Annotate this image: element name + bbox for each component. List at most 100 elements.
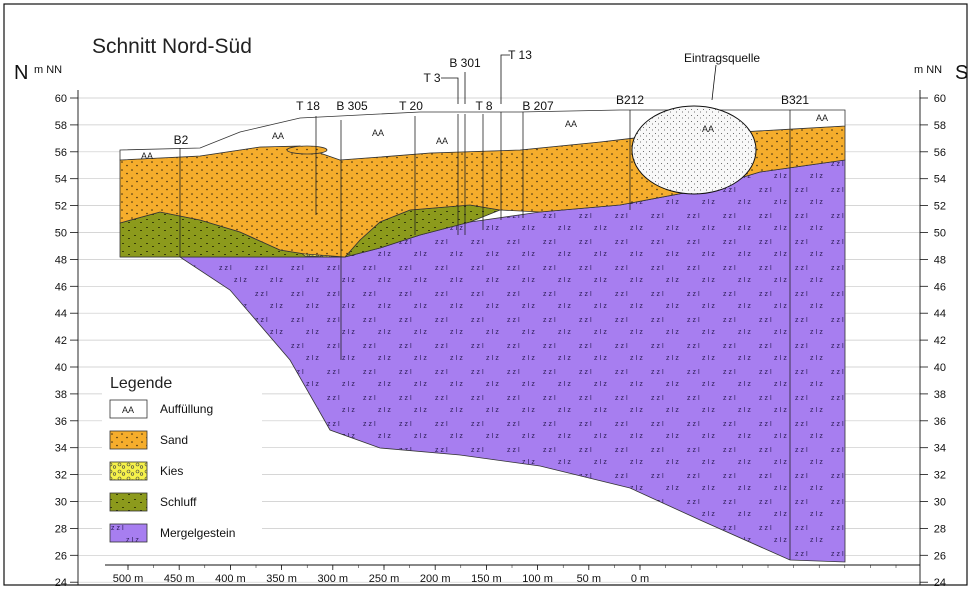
left-tick-label: 46 xyxy=(55,281,67,293)
borehole-label: B212 xyxy=(616,93,644,107)
left-tick-label: 32 xyxy=(55,470,67,482)
fill-label-aa: AA xyxy=(816,113,828,123)
borehole-label: T 20 xyxy=(399,99,423,113)
distance-tick-label: 100 m xyxy=(522,573,553,585)
left-tick-label: 28 xyxy=(55,523,67,535)
borehole-labels: B2 T 18 B 305 T 20T 3 B 301 T 8 T 13 B 207 B212 B… xyxy=(174,48,810,147)
left-tick-label: 60 xyxy=(55,93,67,105)
right-tick-label: 34 xyxy=(934,443,946,455)
t3-leader xyxy=(441,77,459,104)
fill-label-aa: AA xyxy=(436,136,448,146)
distance-tick-label: 500 m xyxy=(113,573,144,585)
south-label: S xyxy=(955,62,968,84)
distance-tick-label: 200 m xyxy=(420,573,451,585)
borehole-label: B321 xyxy=(781,93,809,107)
fill-label-aa: AA xyxy=(565,119,577,129)
borehole-label: B 305 xyxy=(336,99,368,113)
diagram-title: Schnitt Nord-Süd xyxy=(92,35,252,58)
legend-item-label: Auffüllung xyxy=(160,402,213,416)
right-tick-label: 48 xyxy=(934,254,946,266)
distance-tick-label: 350 m xyxy=(266,573,297,585)
legend-item-label: Schluff xyxy=(160,495,197,509)
left-tick-label: 58 xyxy=(55,120,67,132)
legend-background xyxy=(102,370,262,545)
right-tick-label: 28 xyxy=(934,523,946,535)
borehole-label: T 13 xyxy=(508,48,532,62)
legend-item-label: Kies xyxy=(160,464,183,478)
legend-swatch-text: AA xyxy=(122,405,134,415)
borehole-label: T 18 xyxy=(296,99,320,113)
legend-item-label: Sand xyxy=(160,433,188,447)
distance-tick-label: 400 m xyxy=(215,573,246,585)
left-elevation-axis: 60 58 56 54 52 50 48 46 44 42 40 38 36 34 32 30 28 26 24 xyxy=(55,90,79,589)
right-tick-label: 46 xyxy=(934,281,946,293)
fill-label-aa: AA xyxy=(141,151,153,161)
borehole-label: B 301 xyxy=(449,56,481,70)
legend-title: Legende xyxy=(110,375,172,392)
distance-tick-label: 150 m xyxy=(471,573,502,585)
left-tick-label: 34 xyxy=(55,443,67,455)
legend-swatch xyxy=(109,430,148,450)
right-tick-label: 56 xyxy=(934,147,946,159)
distance-tick-label: 250 m xyxy=(369,573,400,585)
fill-label-aa: AA xyxy=(702,124,714,134)
right-tick-label: 24 xyxy=(934,577,946,589)
right-tick-label: 38 xyxy=(934,389,946,401)
fill-label-aa: AA xyxy=(372,128,384,138)
legend-item-label: Mergelgestein xyxy=(160,526,235,540)
legend-swatch xyxy=(109,523,148,543)
left-tick-label: 56 xyxy=(55,147,67,159)
lens-sand-small xyxy=(286,145,328,155)
legend: Legende AA AuffüllungSandKiesSchluffMerge… xyxy=(102,370,262,545)
legend-swatch xyxy=(109,399,148,419)
left-tick-label: 54 xyxy=(55,174,67,186)
borehole-lines xyxy=(179,54,791,560)
left-tick-label: 30 xyxy=(55,497,67,509)
left-tick-label: 52 xyxy=(55,201,67,213)
right-tick-label: 26 xyxy=(934,550,946,562)
left-tick-label: 24 xyxy=(55,577,67,589)
left-tick-label: 26 xyxy=(55,550,67,562)
distance-tick-label: 300 m xyxy=(318,573,349,585)
left-tick-label: 36 xyxy=(55,416,67,428)
right-tick-label: 36 xyxy=(934,416,946,428)
right-tick-label: 32 xyxy=(934,470,946,482)
borehole-label: T 3 xyxy=(423,71,440,85)
eintragsquelle-body xyxy=(631,105,757,195)
t13-leader xyxy=(500,54,510,104)
right-elevation-axis: 60 58 56 54 52 50 48 46 44 42 40 38 36 34 32 30 28 26 24 xyxy=(919,90,946,589)
fill-labels: AA AA AA AA AA AA AA xyxy=(141,113,828,161)
distance-tick-label: 50 m xyxy=(577,573,601,585)
left-tick-label: 50 xyxy=(55,228,67,240)
north-label: N xyxy=(14,62,28,84)
right-tick-label: 44 xyxy=(934,308,946,320)
left-tick-label: 38 xyxy=(55,389,67,401)
eintragsquelle-label: Eintragsquelle xyxy=(684,51,760,65)
right-tick-label: 58 xyxy=(934,120,946,132)
right-tick-label: 40 xyxy=(934,362,946,374)
left-tick-label: 40 xyxy=(55,362,67,374)
borehole-label: B 207 xyxy=(522,99,554,113)
left-tick-label: 48 xyxy=(55,254,67,266)
right-tick-label: 54 xyxy=(934,174,946,186)
left-tick-label: 42 xyxy=(55,335,67,347)
borehole-label: T 8 xyxy=(475,99,492,113)
legend-swatch xyxy=(109,492,148,512)
left-tick-label: 44 xyxy=(55,308,67,320)
right-tick-label: 52 xyxy=(934,201,946,213)
legend-swatch xyxy=(109,461,148,481)
left-elev-unit: m NN xyxy=(34,64,62,76)
distance-tick-label: 450 m xyxy=(164,573,195,585)
distance-tick-label: 0 m xyxy=(631,573,649,585)
right-tick-label: 60 xyxy=(934,93,946,105)
fill-label-aa: AA xyxy=(272,131,284,141)
right-elev-unit: m NN xyxy=(914,64,942,76)
borehole-label: B2 xyxy=(174,133,189,147)
distance-axis: 500 m 450 m 400 m 350 m 300 m 250 m 200 m 150 m… xyxy=(105,564,920,585)
right-tick-label: 42 xyxy=(934,335,946,347)
right-tick-label: 50 xyxy=(934,228,946,240)
eintragsquelle-leader xyxy=(711,64,717,101)
right-tick-label: 30 xyxy=(934,497,946,509)
